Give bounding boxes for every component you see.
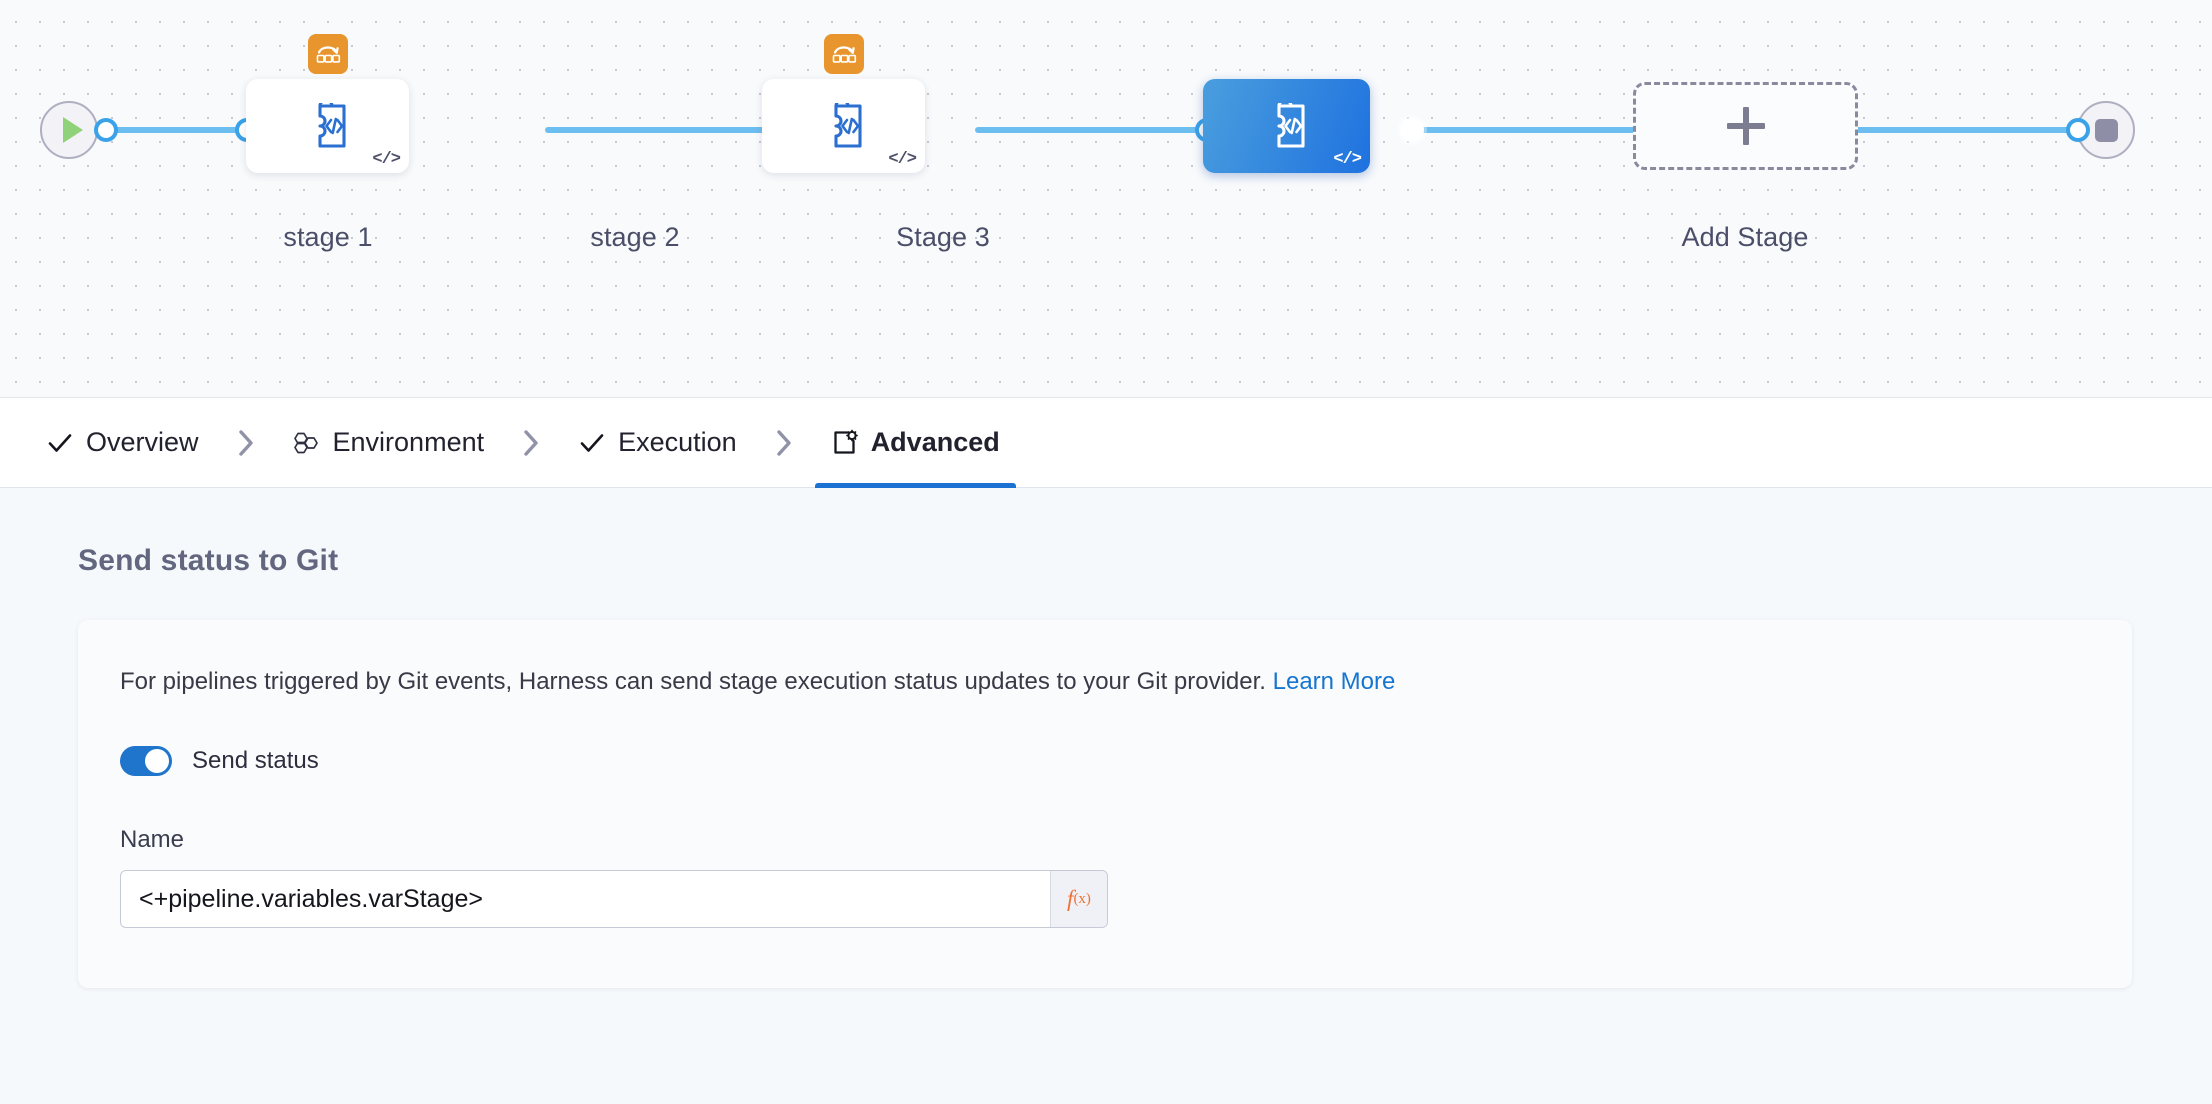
advanced-tab-content: Send status to Git For pipelines trigger… (0, 488, 2212, 988)
connector-rail-stage1-to-stage2 (545, 127, 775, 133)
stage-card-1[interactable]: </> (246, 34, 409, 173)
stage-label-3: Stage 3 (896, 222, 990, 252)
panel-description: For pipelines triggered by Git events, H… (120, 668, 2132, 696)
stage-runtime-input-icon: </> (888, 150, 917, 169)
tab-environment-label: Environment (332, 427, 485, 457)
pipeline-canvas[interactable]: </> stage 1 </> stage 2 </> Sta (0, 0, 2212, 398)
fx-sub: (x) (1073, 890, 1091, 907)
custom-stage-code-icon (833, 103, 862, 148)
tab-execution[interactable]: Execution (562, 398, 753, 488)
plus-icon (1726, 106, 1766, 146)
stage-label-1: stage 1 (283, 222, 373, 252)
port-stage3-out[interactable] (1400, 118, 1424, 142)
stage-card-2[interactable]: </> (762, 34, 925, 173)
connector-rail-stage2-to-stage3 (975, 127, 1205, 133)
stop-icon (2094, 118, 2118, 142)
tab-execution-label: Execution (618, 427, 737, 457)
tab-advanced[interactable]: Advanced (814, 398, 1016, 488)
send-status-toggle-row: Send status (120, 746, 2132, 776)
chevron-right-icon (753, 428, 815, 458)
custom-stage-code-icon (1276, 103, 1305, 148)
chevron-right-icon (500, 428, 562, 458)
tab-overview[interactable]: Overview (30, 398, 215, 488)
add-stage-node[interactable] (1633, 82, 1858, 170)
connector-rail-start-to-stage1 (95, 127, 245, 133)
check-icon (578, 429, 606, 457)
start-play-node[interactable] (40, 101, 98, 159)
document-gear-icon (831, 429, 859, 457)
send-status-panel: For pipelines triggered by Git events, H… (78, 620, 2132, 988)
tab-overview-label: Overview (86, 427, 199, 457)
toggle-knob (145, 749, 169, 773)
tab-environment[interactable]: Environment (277, 398, 501, 488)
stage-runtime-input-icon: </> (1333, 150, 1362, 169)
port-start-out[interactable] (94, 118, 118, 142)
matrix-looping-strategy-icon (307, 34, 348, 74)
stage-card-3[interactable]: </> (1203, 79, 1370, 173)
name-field-wrapper: f(x) (120, 870, 1108, 928)
learn-more-link[interactable]: Learn More (1272, 668, 1396, 695)
expression-fx-button[interactable]: f(x) (1050, 871, 1107, 927)
chevron-right-icon (215, 428, 277, 458)
stage-runtime-input-icon: </> (372, 150, 401, 169)
tab-advanced-label: Advanced (870, 427, 1000, 457)
play-icon (62, 117, 83, 143)
matrix-looping-strategy-icon (823, 34, 864, 74)
fx-label: f (1067, 886, 1074, 911)
port-end-in[interactable] (2066, 118, 2090, 142)
send-status-toggle[interactable] (120, 746, 172, 776)
page-title: Send status to Git (78, 544, 339, 577)
connector-rail-addstage-to-end (1855, 127, 2075, 133)
add-stage-label: Add Stage (1681, 222, 1809, 252)
stage-config-tabbar: Overview Environment Execution (0, 398, 2212, 488)
send-status-toggle-label: Send status (192, 747, 319, 774)
connector-rail-stage3-to-addstage (1410, 127, 1645, 133)
stage-label-2: stage 2 (590, 222, 680, 252)
hexagons-icon (293, 429, 321, 457)
name-input[interactable] (121, 871, 1050, 927)
custom-stage-code-icon (317, 103, 346, 148)
check-icon (46, 429, 74, 457)
name-field-label: Name (120, 826, 185, 853)
panel-description-text: For pipelines triggered by Git events, H… (120, 668, 1266, 695)
